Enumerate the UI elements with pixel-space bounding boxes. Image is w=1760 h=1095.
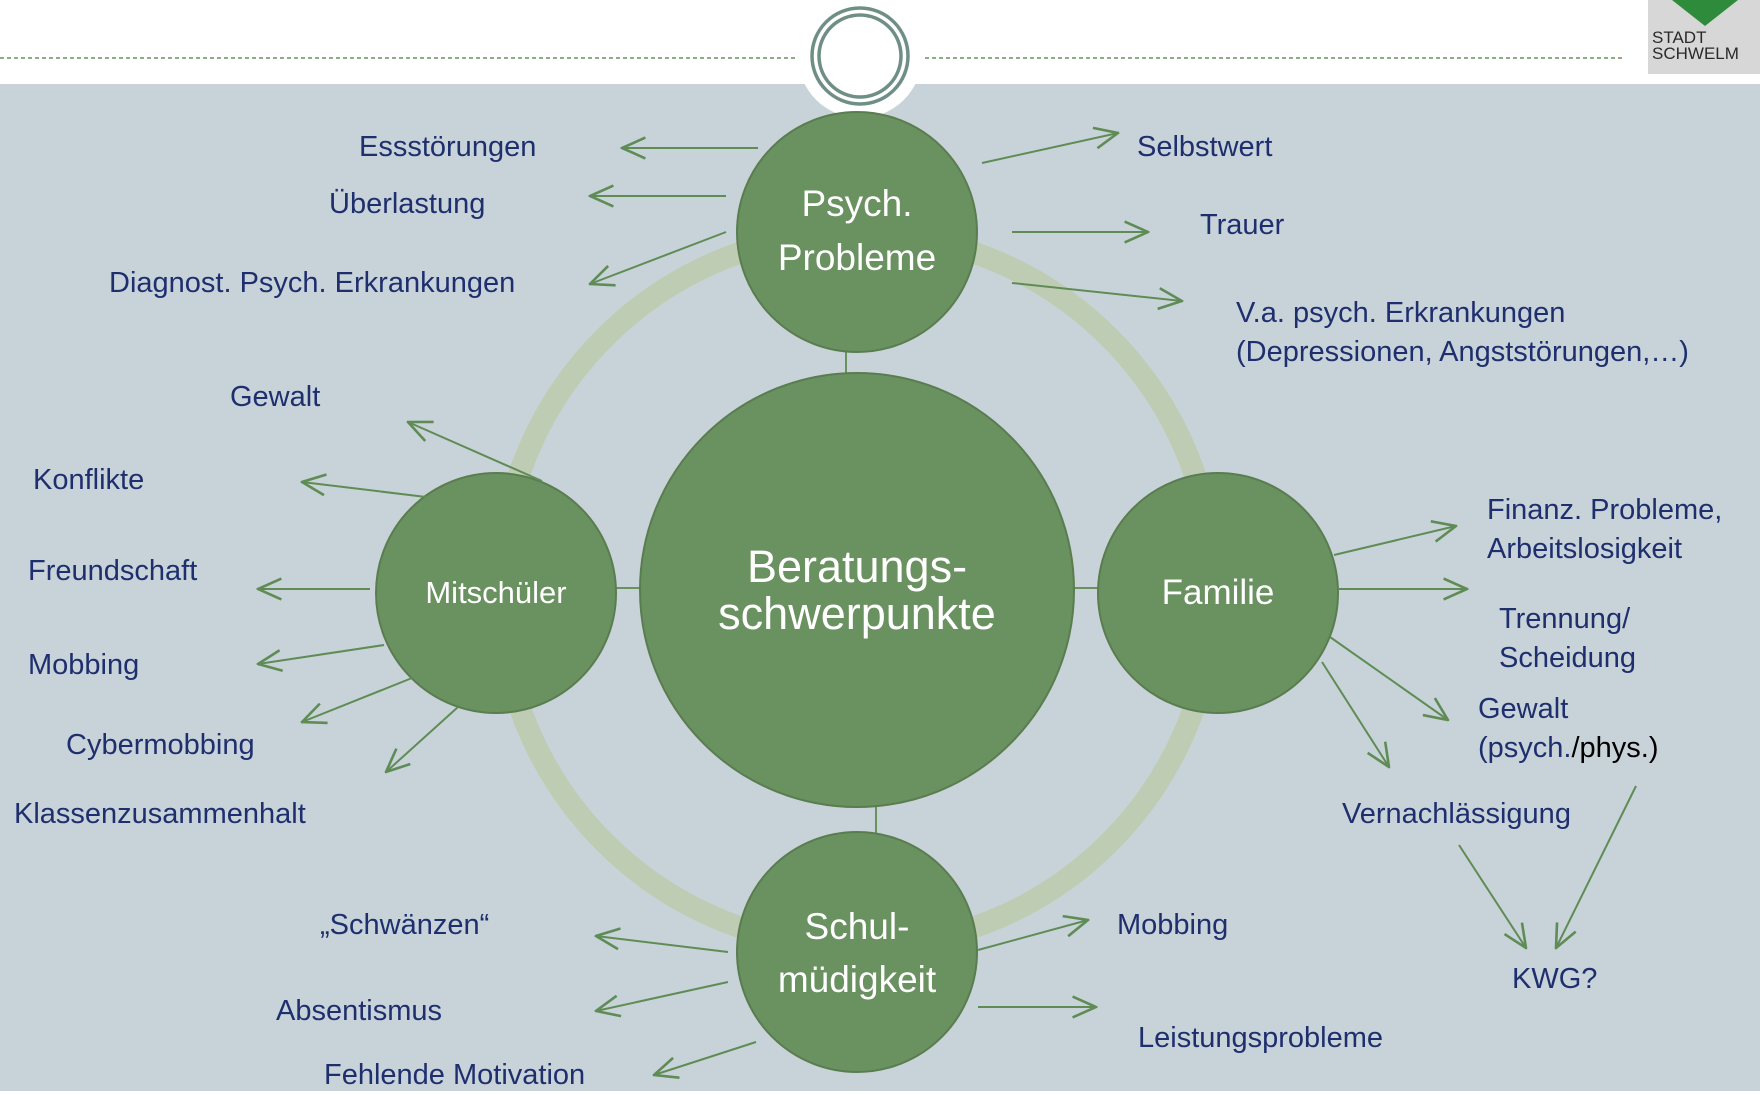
- label-trennung-line-1: Trennung/: [1499, 603, 1631, 635]
- label-essstoerungen: Essstörungen: [359, 131, 537, 163]
- label-gewalt-left: Gewalt: [230, 381, 321, 413]
- logo-line-2: SCHWELM: [1652, 44, 1739, 63]
- label-gewalt-right-line-2: (psych./phys.): [1478, 729, 1659, 768]
- label-finanz: Finanz. Probleme, Arbeitslosigkeit: [1487, 491, 1722, 569]
- node-schul-line-1: Schul-: [804, 906, 910, 947]
- logo: STADT SCHWELM: [1648, 0, 1760, 74]
- node-mitschueler-label: Mitschüler: [386, 565, 606, 621]
- label-kwg: KWG?: [1512, 963, 1598, 995]
- arrow-selbstwert: [981, 133, 1118, 164]
- header-decor-ring-outer: [810, 6, 910, 106]
- node-psych-line-1: Psych.: [801, 183, 913, 224]
- label-ueberlastung: Überlastung: [329, 188, 486, 220]
- arrow-klassenzusammenhalt: [386, 706, 459, 772]
- label-konflikte: Konflikte: [33, 464, 145, 496]
- label-va-line-1: V.a. psych. Erkrankungen: [1236, 297, 1566, 329]
- label-klassenzusammenhalt: Klassenzusammenhalt: [14, 798, 306, 830]
- arrow-konflikte: [302, 482, 427, 498]
- label-gewalt-right: Gewalt (psych./phys.): [1478, 690, 1659, 768]
- center-label: Beratungs- schwerpunkte: [657, 530, 1057, 650]
- arrow-gewalt-right: [1329, 636, 1448, 720]
- arrow-absentismus: [596, 981, 729, 1011]
- label-vernachlaessigung: Vernachlässigung: [1342, 798, 1571, 830]
- arrow-vernachlaessigung-kwg: [1458, 844, 1526, 948]
- arrow-va: [1011, 282, 1182, 301]
- label-trauer: Trauer: [1200, 209, 1285, 241]
- node-familie-circle: [1097, 472, 1339, 714]
- arrow-cybermobbing: [302, 677, 413, 722]
- node-schul-circle: [736, 831, 978, 1073]
- label-trennung: Trennung/ Scheidung: [1499, 600, 1636, 678]
- arrow-fehlende-motivation: [654, 1041, 757, 1075]
- label-schwaenzen: „Schwänzen“: [320, 909, 490, 941]
- header-decor-circle-fill: [798, 0, 922, 118]
- label-va: V.a. psych. Erkrankungen (Depressionen, …: [1236, 294, 1689, 372]
- arrow-schwaenzen: [596, 936, 729, 953]
- label-gewalt-right-psych: (psych.: [1478, 732, 1572, 764]
- node-psych-line-2: Probleme: [777, 237, 937, 278]
- label-mobbing-left: Mobbing: [28, 649, 140, 681]
- label-trennung-line-2: Scheidung: [1499, 642, 1637, 674]
- arrow-gewalt-kwg: [1556, 785, 1637, 948]
- node-psych-label: Psych. Probleme: [747, 172, 967, 290]
- node-familie-line-1: Familie: [1161, 573, 1275, 612]
- label-finanz-line-2: Arbeitslosigkeit: [1487, 533, 1683, 565]
- logo-text: STADT SCHWELM: [1652, 28, 1739, 63]
- node-mitschueler-line-1: Mitschüler: [425, 575, 567, 610]
- node-schul-line-2: müdigkeit: [777, 959, 937, 1000]
- arrow-mobbing-right: [977, 920, 1088, 951]
- arrow-mobbing-left: [258, 644, 385, 664]
- label-gewalt-right-phys: /phys.): [1571, 732, 1659, 764]
- label-absentismus: Absentismus: [276, 995, 443, 1027]
- node-mitschueler-circle: [375, 472, 617, 714]
- label-cybermobbing: Cybermobbing: [66, 729, 255, 761]
- center-label-line-2: schwerpunkte: [718, 588, 996, 639]
- label-freundschaft: Freundschaft: [28, 555, 198, 587]
- node-schul-label: Schul- müdigkeit: [747, 898, 967, 1008]
- arrow-finanz: [1333, 526, 1456, 556]
- logo-emblem: [1672, 0, 1738, 26]
- arrow-gewalt-left: [408, 422, 543, 482]
- node-psych-circle: [736, 111, 978, 353]
- header-decor-ring-inner: [817, 13, 903, 99]
- label-mobbing-right: Mobbing: [1117, 909, 1229, 941]
- label-va-line-2: (Depressionen, Angststörungen,…): [1236, 336, 1689, 368]
- label-diagnost: Diagnost. Psych. Erkrankungen: [109, 267, 516, 299]
- arrow-diagnost: [590, 231, 727, 284]
- center-label-line-1: Beratungs-: [746, 541, 968, 592]
- center-circle: [639, 372, 1075, 808]
- label-leistungsprobleme: Leistungsprobleme: [1138, 1022, 1384, 1054]
- label-gewalt-right-line-1: Gewalt: [1478, 693, 1569, 725]
- label-selbstwert: Selbstwert: [1137, 131, 1273, 163]
- label-finanz-line-1: Finanz. Probleme,: [1487, 494, 1723, 526]
- logo-line-1: STADT: [1652, 28, 1707, 47]
- label-fehlende-motivation: Fehlende Motivation: [324, 1059, 586, 1091]
- arrow-vernachlaessigung: [1321, 661, 1389, 767]
- node-familie-label: Familie: [1108, 565, 1328, 621]
